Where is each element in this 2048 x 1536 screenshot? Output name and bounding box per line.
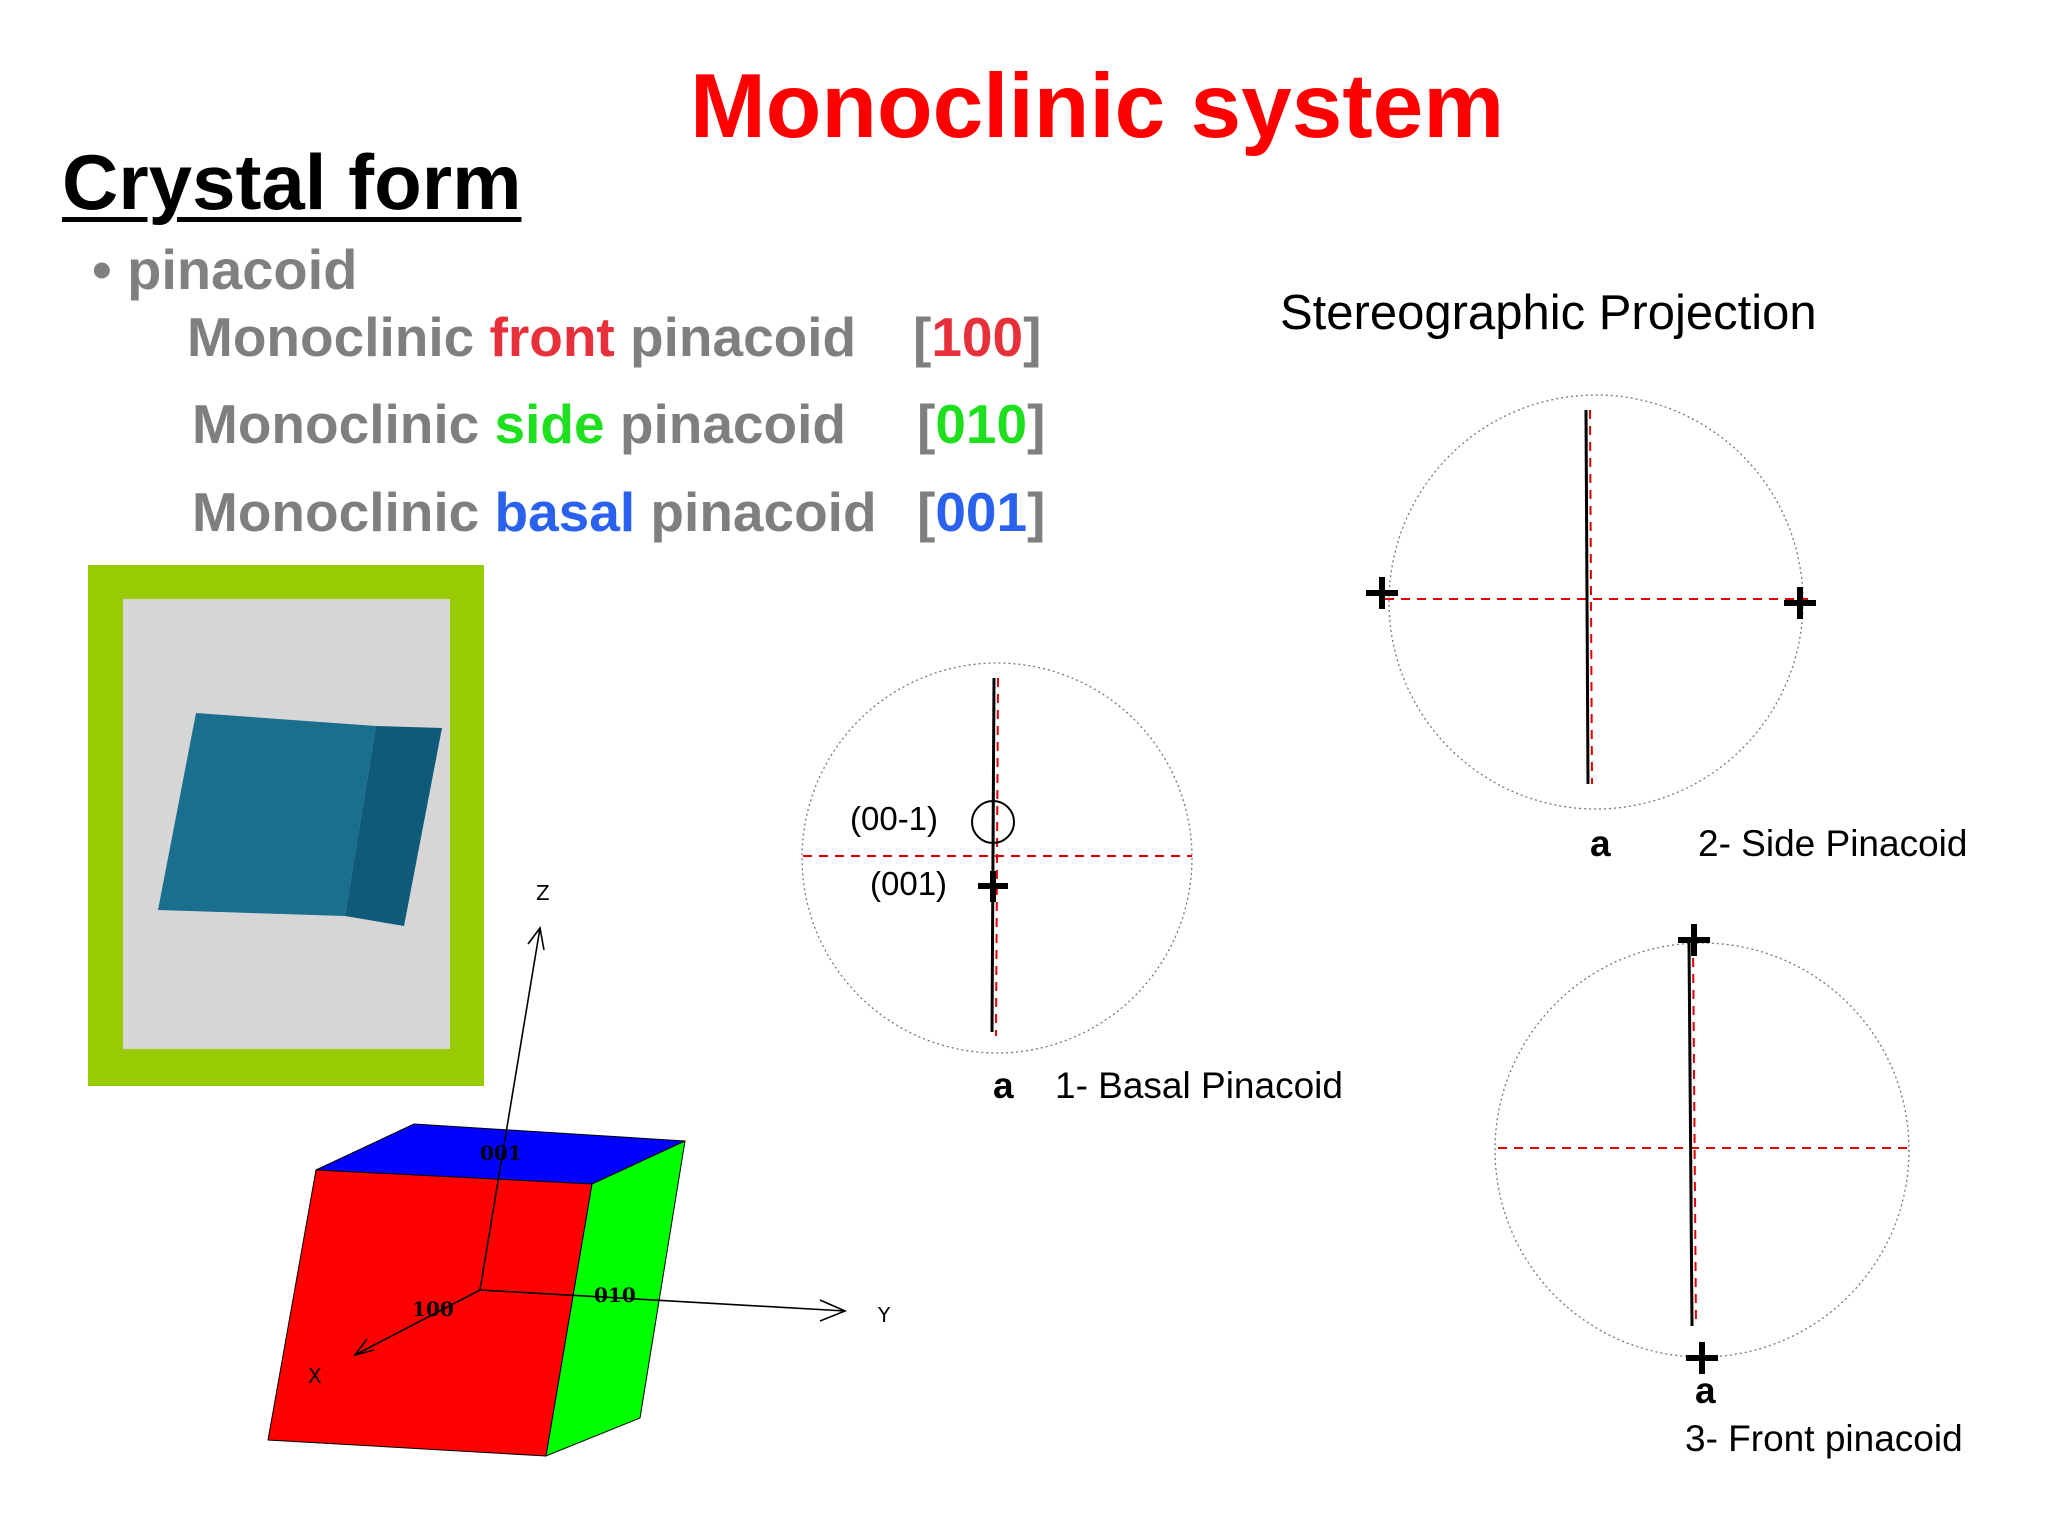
primitive-circle <box>1494 942 1910 1358</box>
x-axis-arrowhead <box>352 1338 375 1357</box>
solid-vertical <box>1687 941 1694 1327</box>
y-axis-label: Y <box>877 1303 891 1327</box>
plus-icon-top <box>1678 924 1710 956</box>
page-title: Monoclinic system <box>690 56 1505 157</box>
label-001: (001) <box>870 865 947 902</box>
front-caption: 3- Front pinacoid <box>1685 1418 1963 1459</box>
dashed-vertical <box>1589 409 1593 785</box>
basal-a-label: a <box>993 1065 1014 1106</box>
side-pinacoid-line: Monoclinic side pinacoid [010] <box>192 392 1045 456</box>
pinacoid-prefix: Monoclinic <box>192 481 495 543</box>
bullet-pinacoid: • pinacoid <box>92 238 358 301</box>
front-index: [100] <box>913 306 1042 368</box>
side-a-label: a <box>1590 823 1611 864</box>
x-axis-label: X <box>308 1364 322 1388</box>
dashed-vertical <box>1692 941 1697 1327</box>
solid-vertical <box>990 677 996 1033</box>
pinacoid-suffix: pinacoid <box>635 481 877 543</box>
side-index: [010] <box>917 393 1046 455</box>
crystal-thumbnail <box>88 565 484 1086</box>
pinacoid-suffix: pinacoid <box>604 393 846 455</box>
face-label-001: 001 <box>480 1141 522 1165</box>
y-axis-arrowhead <box>819 1299 848 1322</box>
cube-diagram: Z Y X 001 100 010 <box>267 881 891 1457</box>
plus-icon-001 <box>978 871 1008 902</box>
face-label-100: 100 <box>412 1297 454 1321</box>
crystal-side-face <box>345 726 442 926</box>
stereographic-title: Stereographic Projection <box>1280 286 1817 340</box>
primitive-circle <box>801 662 1193 1054</box>
side-word: side <box>494 393 605 455</box>
z-axis-line <box>479 927 541 1291</box>
pinacoid-prefix: Monoclinic <box>192 393 495 455</box>
basal-pinacoid-line: Monoclinic basal pinacoid [001] <box>192 480 1045 544</box>
solid-vertical <box>1584 409 1590 785</box>
stereonet-side <box>1366 394 1816 810</box>
front-pinacoid-line: Monoclinic front pinacoid [100] <box>187 305 1041 369</box>
basal-word: basal <box>494 481 636 543</box>
crystal-front-face <box>158 713 376 916</box>
dashed-vertical <box>995 677 999 1037</box>
plus-icon-left <box>1366 577 1398 609</box>
z-axis-label: Z <box>536 881 550 905</box>
side-caption: 2- Side Pinacoid <box>1698 823 1968 864</box>
x-axis-line <box>354 1289 481 1356</box>
z-axis-arrowhead <box>527 926 545 951</box>
front-word: front <box>489 306 615 368</box>
basal-caption: 1- Basal Pinacoid <box>1055 1065 1343 1106</box>
pinacoid-prefix: Monoclinic <box>187 306 490 368</box>
y-axis-line <box>479 1289 846 1312</box>
label-00-1: (00-1) <box>850 800 938 837</box>
basal-index: [001] <box>917 481 1046 543</box>
primitive-circle <box>1388 394 1804 810</box>
pole-circle-00-1 <box>971 800 1015 844</box>
front-a-label: a <box>1695 1370 1716 1411</box>
stereonet-basal: (00-1) (001) <box>801 662 1193 1054</box>
plus-icon-bottom <box>1686 1342 1718 1374</box>
plus-icon-right <box>1784 587 1816 619</box>
stereonet-front <box>1494 924 1910 1374</box>
face-label-010: 010 <box>594 1283 636 1307</box>
pinacoid-suffix: pinacoid <box>614 306 857 368</box>
section-heading: Crystal form <box>62 138 522 226</box>
